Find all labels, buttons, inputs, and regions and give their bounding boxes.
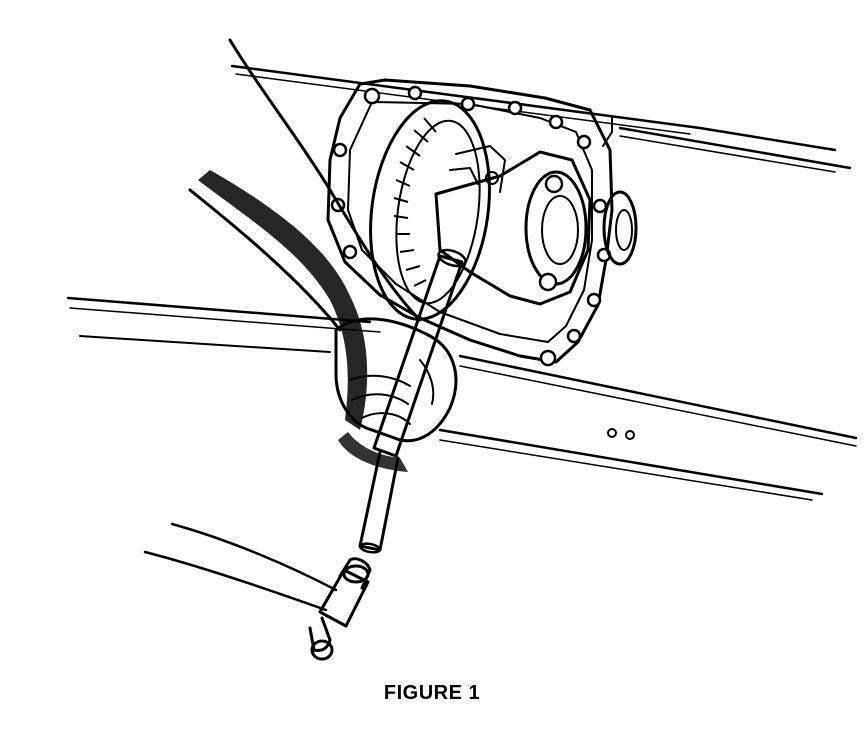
drift-punch [358, 248, 467, 554]
rail-rivet-left [607, 428, 617, 438]
ring-gear [369, 99, 491, 321]
rail-rivet-right [625, 430, 635, 440]
differential-carrier [434, 145, 592, 306]
housing-bolt-holes [330, 85, 612, 367]
ring-gear-teeth [393, 117, 437, 287]
pinion-yoke [602, 190, 638, 266]
lower-frame-rail [66, 296, 858, 501]
differential-housing [326, 78, 614, 367]
figure-caption: FIGURE 1 [383, 682, 481, 704]
mechanic-arm [188, 38, 458, 472]
hammer [143, 522, 372, 661]
upper-frame-rail [230, 64, 852, 173]
